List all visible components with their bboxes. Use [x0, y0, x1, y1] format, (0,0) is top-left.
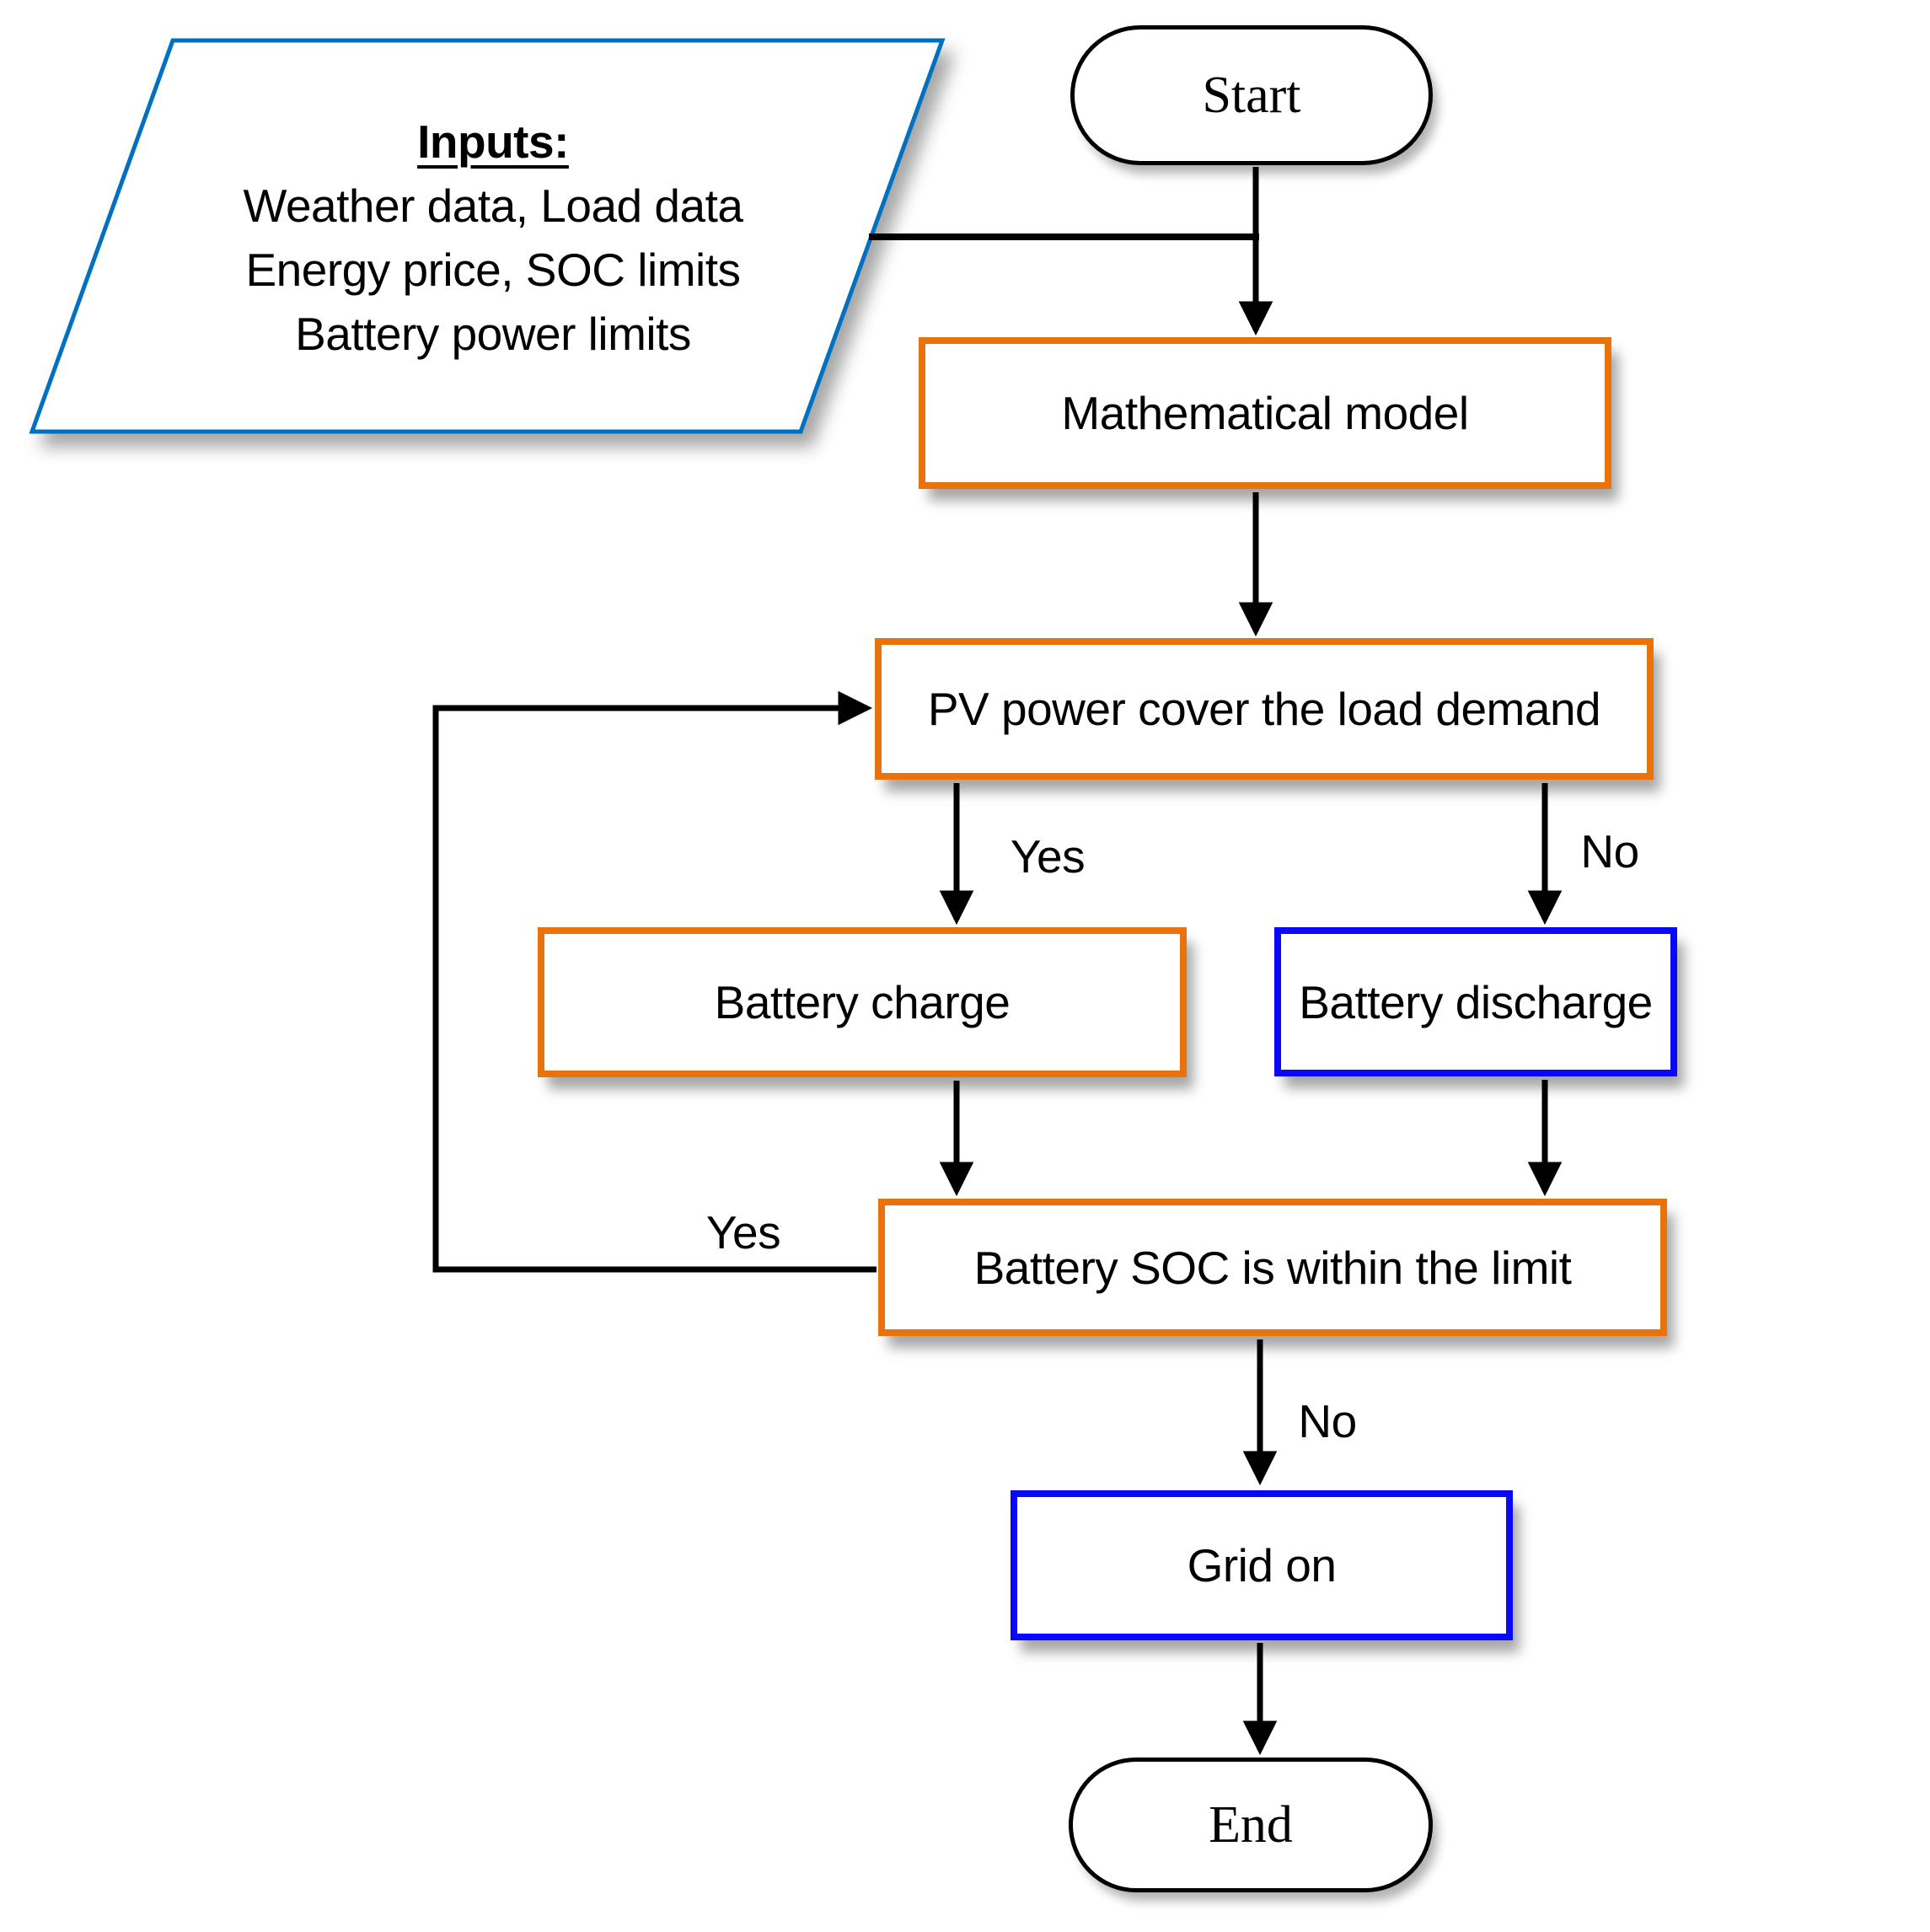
inputs-parallelogram-shape — [29, 38, 946, 434]
inputs-parallelogram-text: Inputs: Weather data, Load data Energy p… — [190, 110, 796, 366]
node-battery-discharge: Battery discharge — [1274, 927, 1677, 1076]
node-grid-on: Grid on — [1011, 1490, 1513, 1640]
node-mathematical-model: Mathematical model — [919, 337, 1611, 489]
node-start: Start — [1070, 25, 1433, 165]
label-no-pv-branch: No — [1580, 825, 1639, 877]
label-no-soc-branch: No — [1298, 1395, 1357, 1447]
inputs-line-energy-soc: Energy price, SOC limits — [245, 244, 741, 296]
inputs-line-weather-load: Weather data, Load data — [243, 180, 743, 232]
node-battery-charge: Battery charge — [538, 927, 1187, 1077]
node-pv-power-cover-load: PV power cover the load demand — [875, 638, 1654, 780]
edge-soc-yes-loop-to-pv — [432, 690, 877, 1273]
label-yes-soc-loop: Yes — [705, 1206, 781, 1258]
label-yes-pv-branch: Yes — [1010, 830, 1086, 883]
inputs-line-battery-power: Battery power limits — [295, 308, 691, 360]
node-end: End — [1069, 1758, 1433, 1892]
node-battery-soc-limit: Battery SOC is within the limit — [878, 1199, 1667, 1336]
inputs-heading: Inputs: — [417, 115, 569, 168]
